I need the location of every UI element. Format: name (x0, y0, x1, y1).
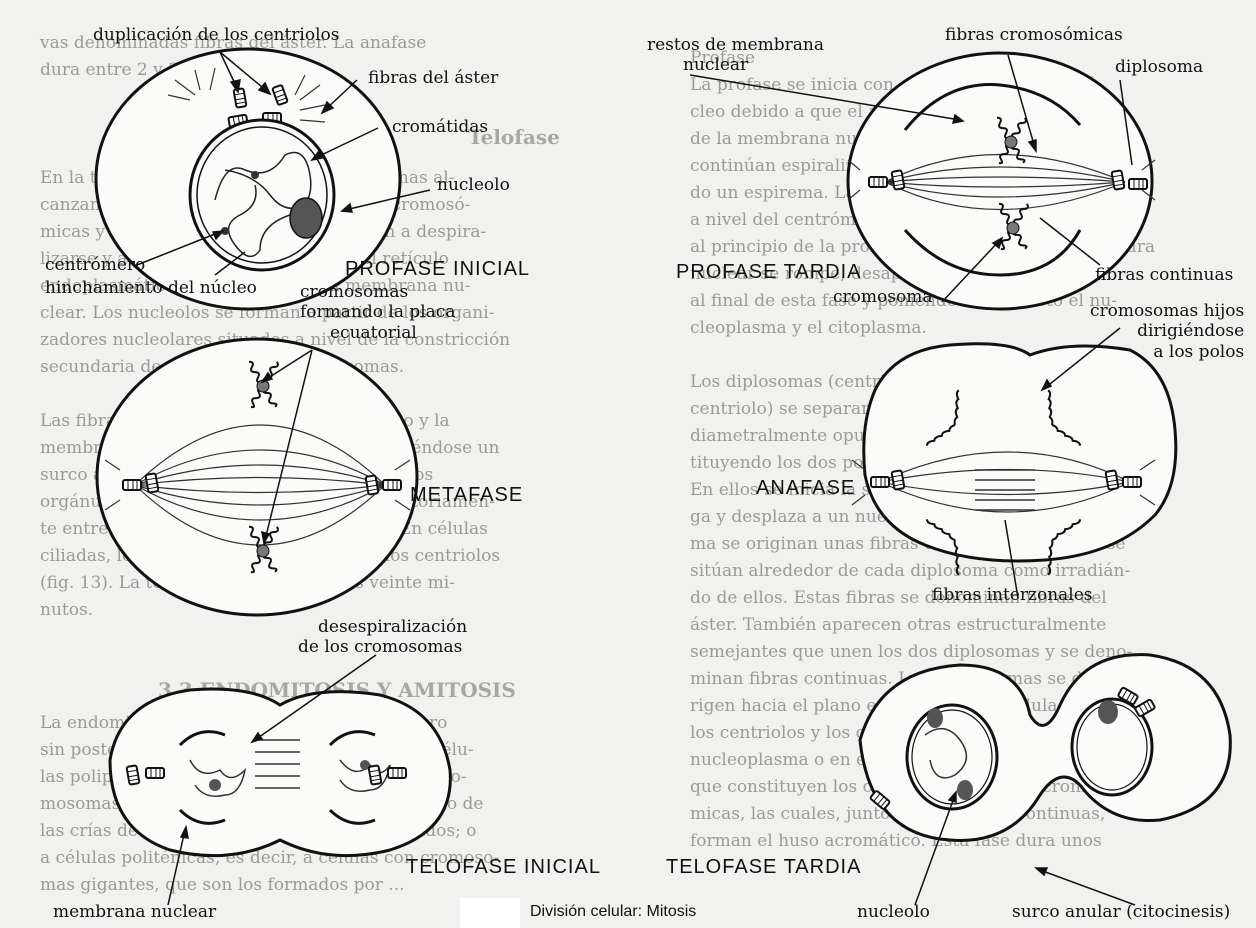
cell-metafase (97, 339, 417, 615)
stage-telofase-inicial: TELOFASE INICIAL (406, 856, 601, 879)
label-nucleolo-1: nucleolo (437, 175, 510, 195)
label-cromosoma: cromosoma (833, 287, 932, 307)
label-desespiralizacion: desespiralización de los cromosomas (298, 617, 467, 658)
label-fibras-interzonales: fibras interzonales (932, 585, 1093, 605)
stage-anafase: ANAFASE (756, 477, 855, 500)
cell-telofase-tardia (860, 655, 1230, 841)
label-nucleolo-2: nucleolo (857, 902, 930, 922)
label-fibras-cromosomicas: fibras cromosómicas (945, 25, 1123, 45)
label-restos-membrana: restos de membrana nuclear (647, 35, 824, 76)
label-centromero: centrómero (45, 255, 145, 275)
label-fibras-aster: fibras del áster (368, 68, 498, 88)
label-surco-anular: surco anular (citocinesis) (1012, 902, 1230, 922)
stage-profase-inicial: PROFASE INICIAL (345, 258, 530, 281)
label-duplicacion-centriolos: duplicación de los centriolos (93, 25, 340, 45)
stage-metafase: METAFASE (410, 484, 523, 507)
label-hinchamiento-nucleo: hinchamiento del núcleo (45, 278, 257, 298)
cell-telofase-inicial (110, 689, 450, 856)
stage-profase-tardia: PROFASE TARDIA (676, 261, 862, 284)
label-cromatidas: cromátidas (392, 117, 488, 137)
label-fibras-continuas: fibras continuas (1095, 265, 1233, 285)
label-diplosoma: diplosoma (1115, 57, 1203, 77)
caption-backdrop (460, 898, 520, 928)
label-cromosomas-hijos: cromosomas hijos dirigiéndose a los polo… (1090, 301, 1244, 362)
figure-caption: División celular: Mitosis (530, 903, 696, 921)
label-membrana-nuclear: membrana nuclear (53, 902, 216, 922)
label-cromosomas-placa: cromosomas formando la placa ecuatorial (300, 282, 455, 343)
stage-telofase-tardia: TELOFASE TARDIA (666, 856, 861, 879)
cell-anafase (852, 344, 1176, 575)
